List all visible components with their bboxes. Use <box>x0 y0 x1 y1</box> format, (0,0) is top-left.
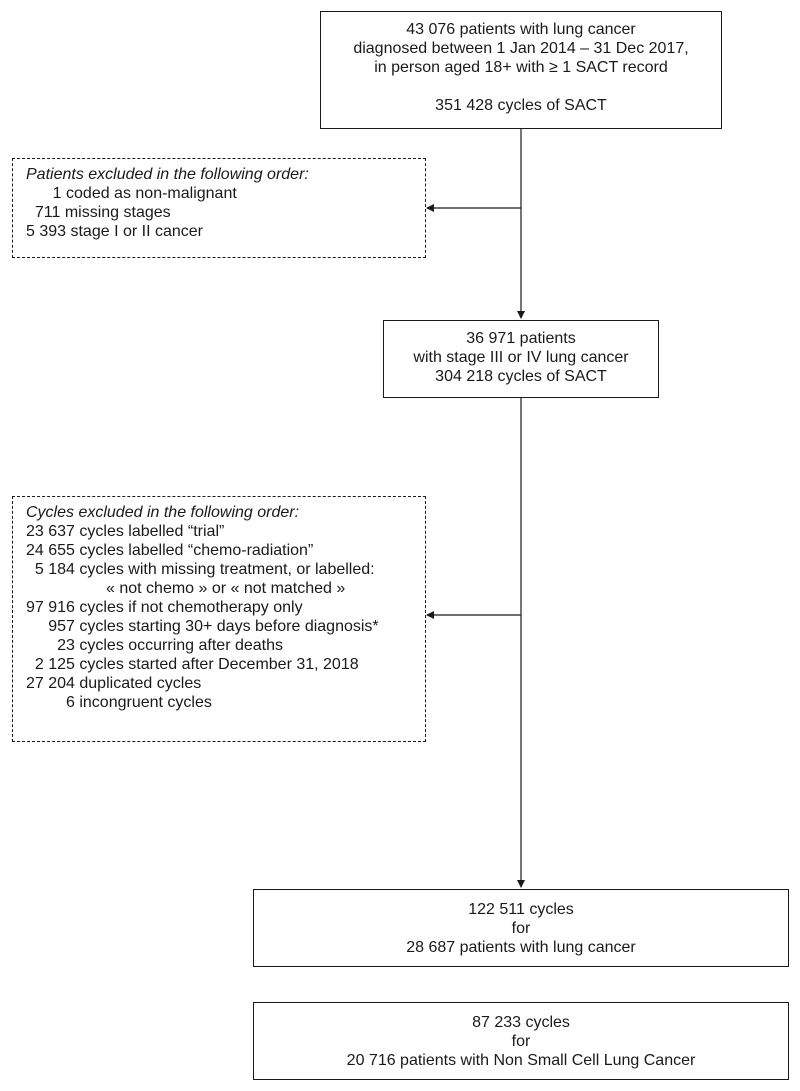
cycles-excluded-header: Cycles excluded in the following order: <box>26 504 300 521</box>
patients-excluded-line: 711 missing stages <box>26 204 171 221</box>
cycles-excluded-line: 23 637 cycles labelled “trial” <box>26 523 225 540</box>
nsclc-result-box: 87 233 cycles for 20 716 patients with N… <box>253 1002 789 1080</box>
initial-cohort-line: diagnosed between 1 Jan 2014 – 31 Dec 20… <box>353 40 689 57</box>
cycles-excluded-line: « not chemo » or « not matched » <box>26 580 346 597</box>
stage-cohort-line: 304 218 cycles of SACT <box>435 368 607 385</box>
nsclc-result-line: 87 233 cycles <box>472 1014 570 1031</box>
patients-excluded-header: Patients excluded in the following order… <box>26 166 309 183</box>
patients-excluded-box: Patients excluded in the following order… <box>12 158 426 258</box>
stage-cohort-line: 36 971 patients <box>466 330 576 347</box>
lung-cancer-result-line: 28 687 patients with lung cancer <box>406 939 636 956</box>
nsclc-result-line: 20 716 patients with Non Small Cell Lung… <box>346 1052 696 1069</box>
cycles-excluded-line: 5 184 cycles with missing treatment, or … <box>26 561 375 578</box>
cycles-excluded-line: 23 cycles occurring after deaths <box>26 637 284 654</box>
cycles-excluded-line: 957 cycles starting 30+ days before diag… <box>26 618 379 635</box>
cycles-excluded-line: 24 655 cycles labelled “chemo-radiation” <box>26 542 314 559</box>
lung-cancer-result-box: 122 511 cycles for 28 687 patients with … <box>253 889 789 967</box>
cycles-excluded-line: 27 204 duplicated cycles <box>26 675 202 692</box>
initial-cohort-line: 43 076 patients with lung cancer <box>406 21 636 38</box>
lung-cancer-result-line: 122 511 cycles <box>468 901 574 918</box>
initial-cohort-line: in person aged 18+ with ≥ 1 SACT record <box>374 59 668 76</box>
patients-excluded-line: 5 393 stage I or II cancer <box>26 223 203 240</box>
nsclc-result-line: for <box>511 1033 531 1050</box>
cycles-excluded-box: Cycles excluded in the following order: … <box>12 496 426 742</box>
stage-cohort-box: 36 971 patients with stage III or IV lun… <box>383 320 659 398</box>
patients-excluded-line: 1 coded as non-malignant <box>26 185 237 202</box>
cycles-excluded-line: 2 125 cycles started after December 31, … <box>26 656 359 673</box>
initial-cohort-box: 43 076 patients with lung cancer diagnos… <box>320 11 722 129</box>
stage-cohort-line: with stage III or IV lung cancer <box>413 349 629 366</box>
cycles-excluded-line: 97 916 cycles if not chemotherapy only <box>26 599 303 616</box>
initial-cohort-line: 351 428 cycles of SACT <box>435 97 607 114</box>
cycles-excluded-line: 6 incongruent cycles <box>26 694 212 711</box>
lung-cancer-result-line: for <box>511 920 531 937</box>
